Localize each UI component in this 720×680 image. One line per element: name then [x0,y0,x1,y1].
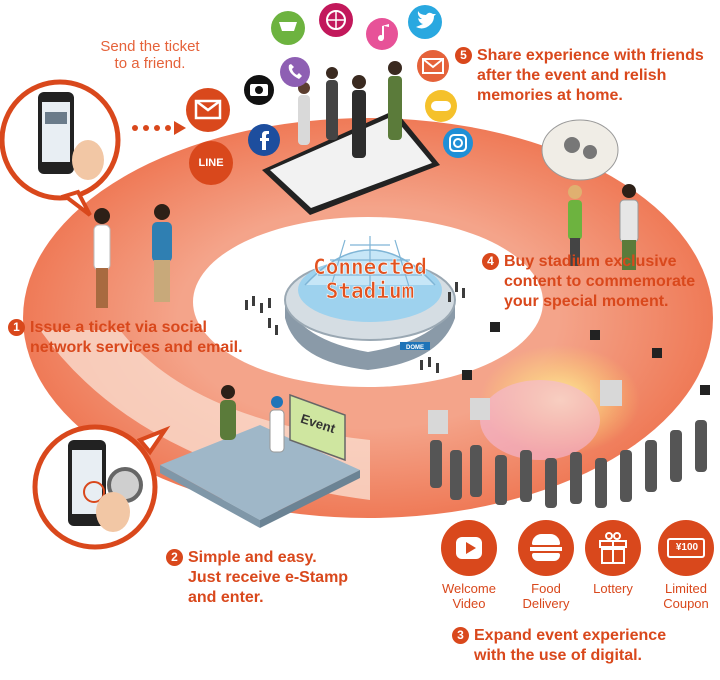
coupon-value: ¥100 [675,542,699,553]
step-4-buy-content: 4 Buy stadium exclusive content to commem… [482,252,695,312]
step-4-line1: Buy stadium exclusive [504,253,677,270]
service-lottery[interactable]: Lottery [572,520,654,596]
step-4-line3: your special moment. [504,293,669,310]
service-lottery-label1: Lottery [593,581,633,596]
step-5-line1: Share experience with friends [477,47,704,64]
step-4-number: 4 [482,253,499,270]
stadium-crowd [245,282,465,373]
step-4-line2: content to commemorate [504,273,696,290]
step-1-line2: network services and email. [30,339,243,356]
play-icon [441,520,497,576]
people-buying-content [568,184,639,270]
stadium-title-line2: Stadium [325,279,415,304]
concert-crowd [428,322,710,508]
send-arrow [132,121,186,135]
step-3-number: 3 [452,627,469,644]
service-limited-coupon[interactable]: ¥100 Limited Coupon [645,520,720,611]
step-2-line2: Just receive e-Stamp [188,569,349,586]
phone-call-icon [280,57,310,87]
e-stamp-bubble [32,424,171,550]
service-food-delivery[interactable]: Food Delivery [505,520,587,611]
step-3-expand-experience: 3 Expand event experience with the use of… [452,626,666,666]
ticket-phone-bubble [0,79,121,217]
burger-icon [518,520,574,576]
service-food-delivery-label2: Delivery [522,596,570,611]
service-limited-coupon-label2: Coupon [663,596,709,611]
step-2-line1: Simple and easy. [188,549,317,566]
step-3-line2: with the use of digital. [474,647,642,664]
service-limited-coupon-label1: Limited [665,581,707,596]
step-1-line1: Issue a ticket via social [30,319,207,336]
service-welcome-video[interactable]: Welcome Video [428,520,510,611]
step-1-issue-ticket: 1 Issue a ticket via social network servi… [8,318,243,358]
social-icons [244,3,473,158]
ticket-icon: ¥100 [658,520,714,576]
stadium-title-line1: Connected [313,255,427,280]
step-2-e-stamp: 2 Simple and easy. Just receive e-Stamp a… [166,548,348,608]
entry-gate-platform [160,385,360,528]
step-5-number: 5 [455,47,472,64]
stadium-illustration: DOME [284,236,456,370]
step-5-line2: after the event and relish [477,67,667,84]
service-food-delivery-label1: Food [531,581,561,596]
step-2-number: 2 [166,549,183,566]
stadium-photo-bubble [541,119,619,181]
people-sharing [298,61,402,158]
step-5-share: 5 Share experience with friends after the… [455,46,704,106]
send-ticket-note-line1: Send the ticket [100,38,200,55]
service-welcome-video-label2: Video [452,596,486,611]
service-welcome-video-label1: Welcome [442,581,496,596]
step-1-number: 1 [8,319,25,336]
step-2-line3: and enter. [188,589,264,606]
stadium-title: Connected Stadium [290,255,450,304]
people-receiving-ticket [93,204,172,308]
send-ticket-note: Send the ticket to a friend. [80,38,220,72]
gift-icon [585,520,641,576]
instagram-icon [443,128,473,158]
send-ticket-note-line2: to a friend. [114,55,186,72]
step-3-line1: Expand event experience [474,627,667,644]
dome-label: DOME [406,345,424,351]
line-app-badge: LINE [189,141,233,185]
step-5-line3: memories at home. [477,87,623,104]
